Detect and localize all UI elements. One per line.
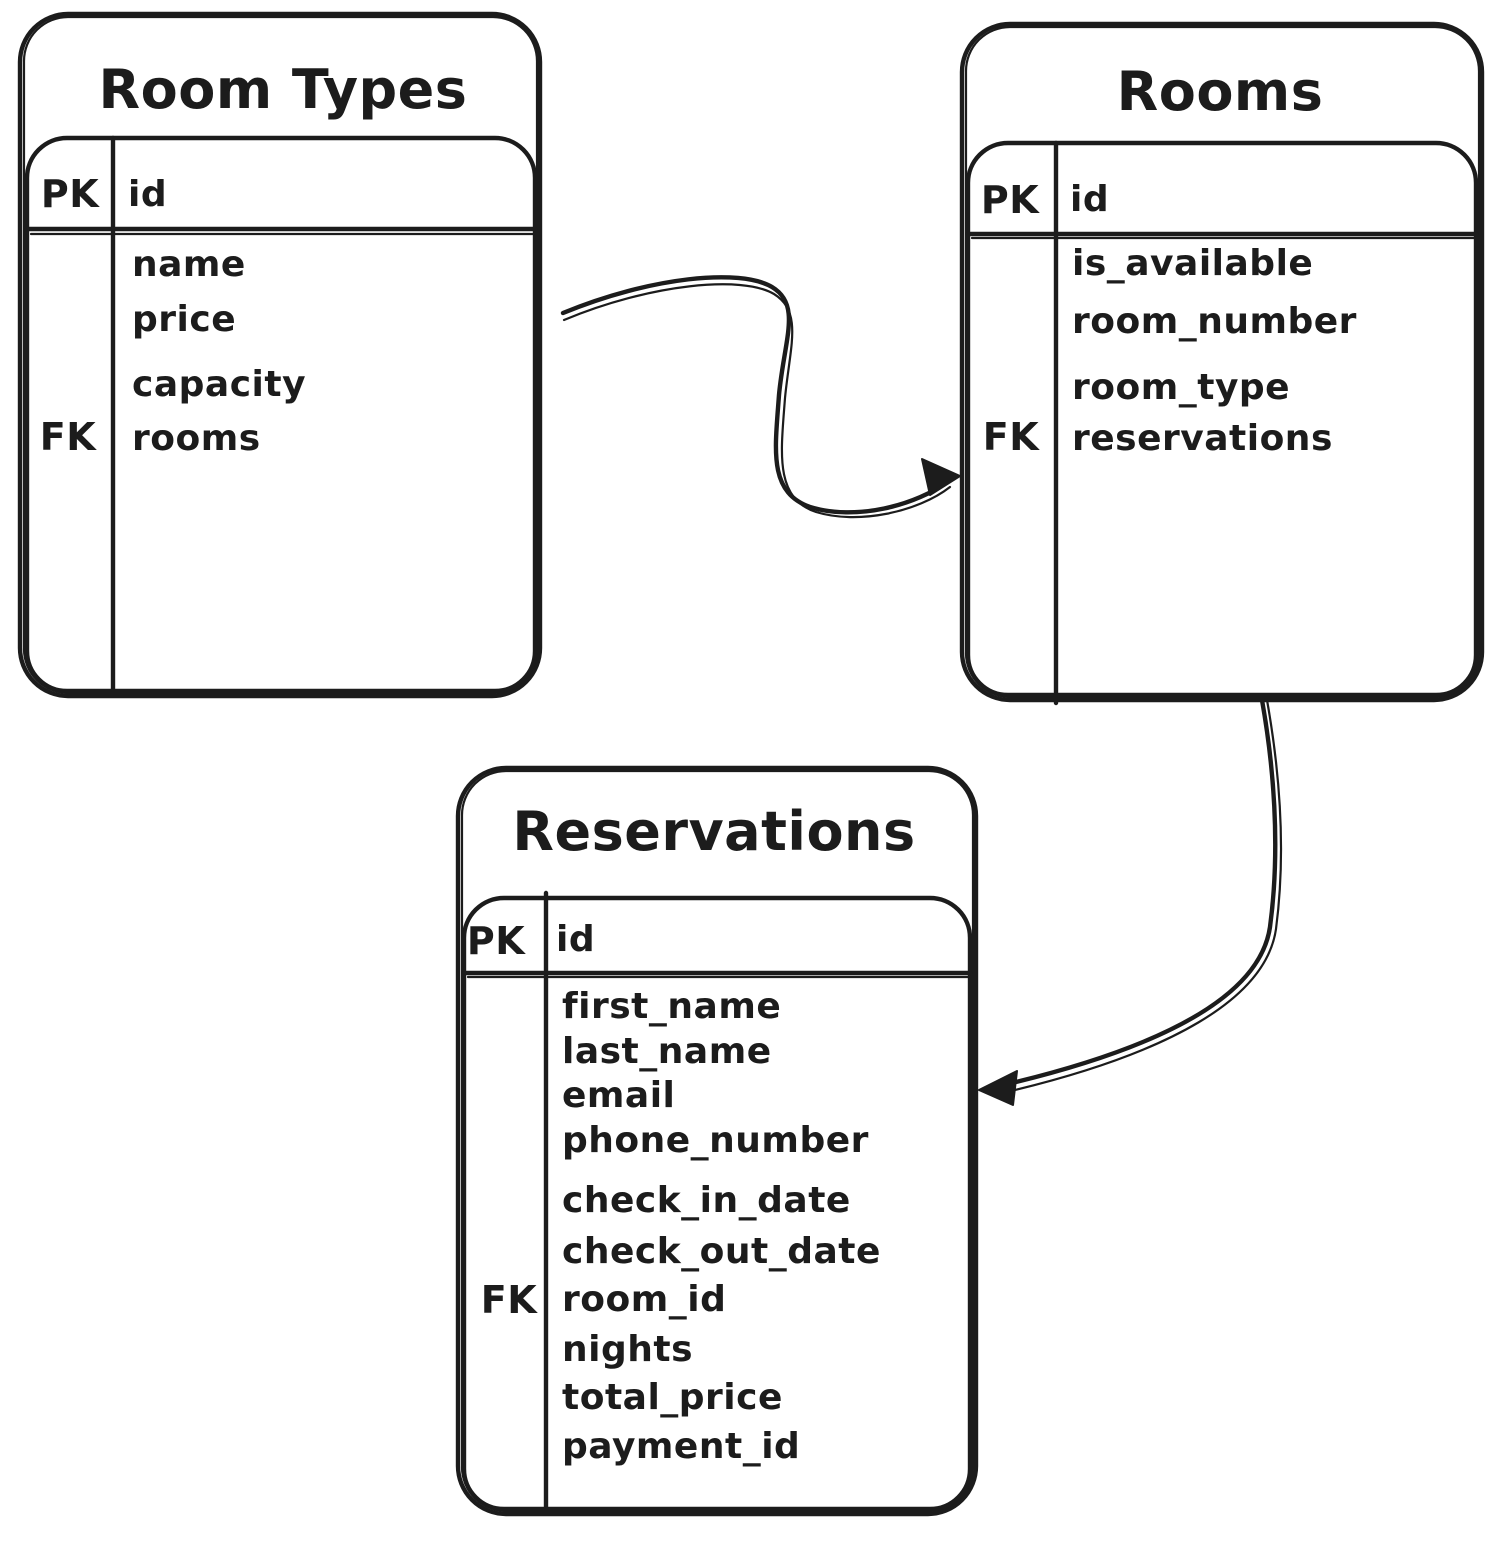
room-types-body-frame	[24, 135, 538, 694]
relation-line-echo	[996, 698, 1283, 1096]
table-reservations: Reservations PK id FK first_name last_na…	[455, 765, 979, 1517]
pk-label: PK	[41, 172, 100, 216]
fk-label: FK	[983, 415, 1040, 459]
field-label: room_id	[562, 1279, 726, 1320]
rooms-body-frame	[965, 140, 1479, 698]
field-label: room_number	[1072, 301, 1357, 342]
field-label: price	[132, 299, 236, 340]
rooms-frame	[959, 21, 1485, 703]
table-title: Reservations	[512, 800, 915, 863]
pk-field: id	[128, 174, 167, 215]
field-label: is_available	[1072, 243, 1313, 284]
field-label: room_type	[1072, 367, 1290, 408]
room-types-frame	[17, 11, 543, 699]
field-label: check_out_date	[562, 1231, 881, 1272]
pk-field: id	[1070, 179, 1109, 220]
table-title: Room Types	[99, 58, 468, 121]
field-label: reservations	[1072, 418, 1333, 459]
pk-label: PK	[467, 919, 526, 963]
pk-field: id	[556, 919, 595, 960]
reservations-body-frame	[461, 895, 973, 1512]
field-label: phone_number	[562, 1120, 869, 1161]
relation-line	[992, 697, 1278, 1090]
relation-line-echo	[562, 283, 952, 519]
table-title: Rooms	[1117, 60, 1324, 123]
field-label: name	[132, 244, 246, 285]
arrowhead	[978, 1070, 1018, 1106]
reservations-frame	[455, 765, 979, 1517]
field-label: nights	[562, 1329, 693, 1370]
pk-label: PK	[981, 178, 1040, 222]
field-label: payment_id	[562, 1426, 800, 1467]
field-label: rooms	[132, 418, 261, 459]
arrowhead	[921, 458, 961, 496]
field-label: first_name	[562, 986, 781, 1027]
fk-label: FK	[481, 1278, 538, 1322]
field-label: email	[562, 1075, 675, 1116]
table-room-types: Room Types PK id FK name price capacity …	[17, 11, 543, 699]
fk-label: FK	[40, 415, 97, 459]
relation-room-types-to-rooms	[560, 275, 961, 519]
field-label: last_name	[562, 1031, 772, 1072]
relation-line	[560, 275, 953, 515]
field-label: capacity	[132, 364, 306, 405]
field-label: total_price	[562, 1377, 783, 1418]
field-label: check_in_date	[562, 1180, 851, 1221]
table-rooms: Rooms PK id FK is_available room_number …	[959, 21, 1485, 706]
relation-rooms-to-reservations	[978, 697, 1283, 1106]
